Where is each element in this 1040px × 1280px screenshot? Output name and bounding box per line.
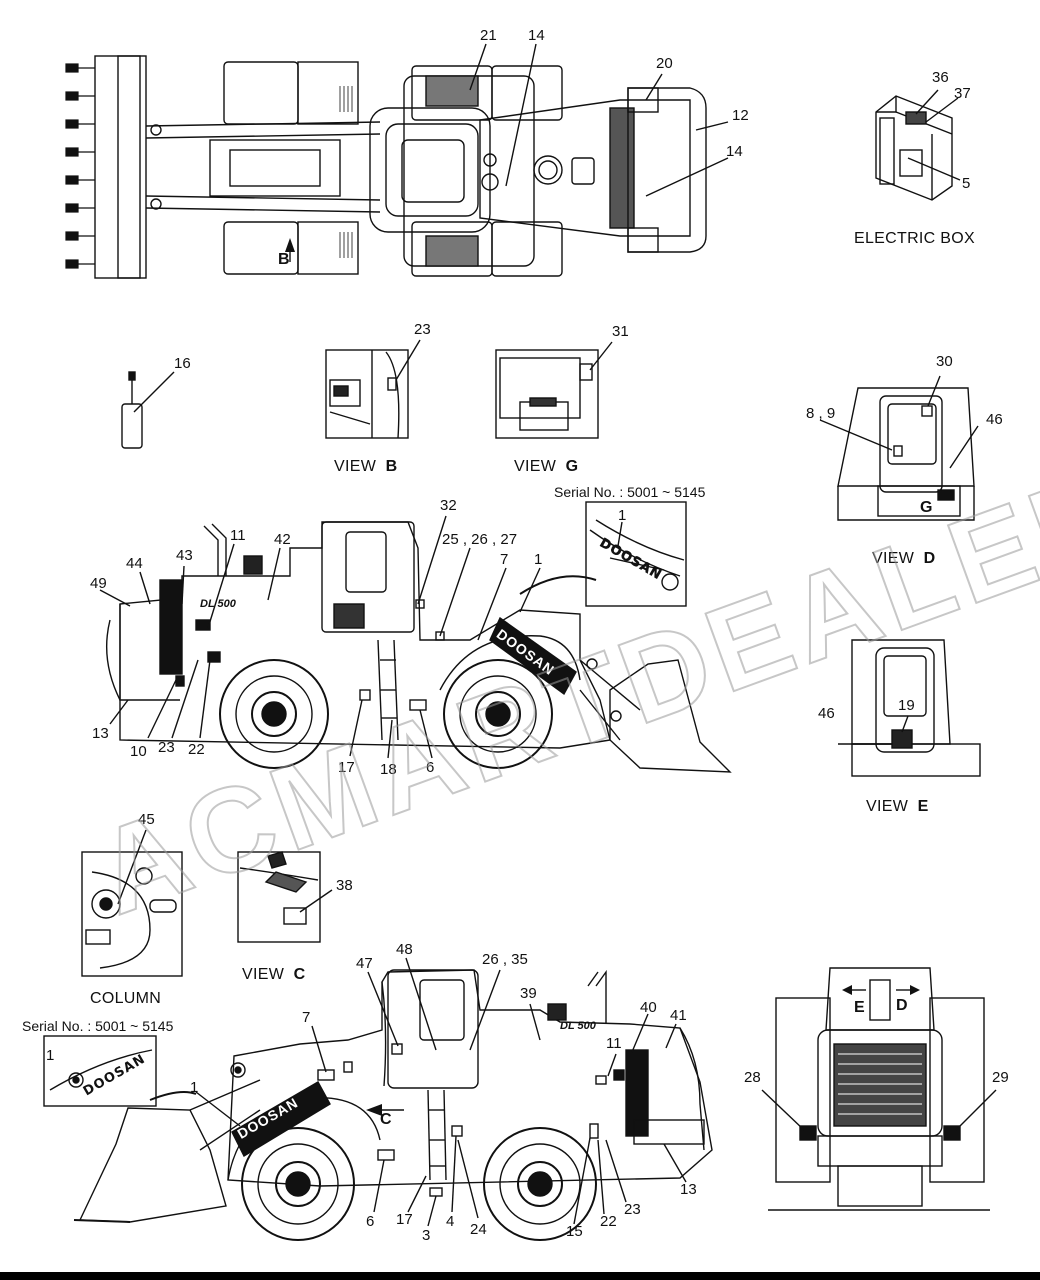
callout-31: 31 — [612, 323, 629, 340]
callout-18: 18 — [380, 761, 397, 778]
view-d-marker: D — [896, 997, 908, 1014]
callout-5: 5 — [962, 175, 971, 192]
callout-23-right: 23 — [158, 739, 175, 756]
callout-38: 38 — [336, 877, 353, 894]
model-decal-left: DL 500 — [560, 1020, 596, 1032]
view-e-drawing — [838, 639, 981, 777]
callout-10: 10 — [130, 743, 147, 760]
callout-49: 49 — [90, 575, 107, 592]
callout-26-35: 26 , 35 — [482, 951, 528, 968]
callout-42: 42 — [274, 531, 291, 548]
callout-36: 36 — [932, 69, 949, 86]
callout-6-right: 6 — [426, 759, 435, 776]
callout-46-view-e: 46 — [818, 705, 835, 722]
callout-46-view-d: 46 — [986, 411, 1003, 428]
serial-top-inset — [519, 501, 687, 607]
callout-6-left: 6 — [366, 1213, 375, 1230]
callout-17-right: 17 — [338, 759, 355, 776]
model-decal-right: DL 500 — [200, 598, 236, 610]
callout-13-right: 13 — [92, 725, 109, 742]
callout-39: 39 — [520, 985, 537, 1002]
view-c-caption: VIEW C — [242, 966, 306, 983]
callout-41: 41 — [670, 1007, 687, 1024]
callout-37: 37 — [954, 85, 971, 102]
callout-30: 30 — [936, 353, 953, 370]
view-g-drawing — [495, 341, 613, 439]
callout-14-top: 14 — [528, 27, 545, 44]
view-b-drawing — [325, 339, 421, 439]
view-g-caption: VIEW G — [514, 458, 579, 475]
electric-box-drawing — [875, 89, 961, 201]
callout-17-left: 17 — [396, 1211, 413, 1228]
callout-22-right: 22 — [188, 741, 205, 758]
callout-29: 29 — [992, 1069, 1009, 1086]
callout-23-left: 23 — [624, 1201, 641, 1218]
serial-number-bottom: Serial No. : 5001 ~ 5145 — [22, 1018, 174, 1034]
callout-14-right: 14 — [726, 143, 743, 160]
callout-44: 44 — [126, 555, 143, 572]
callout-8-9: 8 , 9 — [806, 405, 836, 422]
view-c-marker: C — [380, 1111, 392, 1128]
footer-bar — [0, 1272, 1040, 1280]
side-view-left — [73, 957, 713, 1241]
callout-43: 43 — [176, 547, 193, 564]
callout-48: 48 — [396, 941, 413, 958]
side-view-right — [99, 515, 732, 773]
callout-16: 16 — [174, 355, 191, 372]
callout-20: 20 — [656, 55, 673, 72]
callout-7-right: 7 — [500, 551, 509, 568]
view-b-caption: VIEW B — [334, 458, 398, 475]
view-e-caption: VIEW E — [866, 798, 929, 815]
column-caption: COLUMN — [90, 990, 162, 1007]
callout-11-right: 11 — [230, 527, 246, 544]
column-inset — [81, 829, 183, 977]
view-g-marker: G — [920, 499, 933, 516]
view-d-drawing — [819, 375, 979, 521]
callout-23-view-b: 23 — [414, 321, 431, 338]
callout-11-left: 11 — [606, 1035, 622, 1052]
callout-7-left: 7 — [302, 1009, 311, 1026]
view-d-caption: VIEW D — [872, 550, 936, 567]
callout-1-serial-top: 1 — [618, 507, 627, 524]
callout-32: 32 — [440, 497, 457, 514]
callout-22-left: 22 — [600, 1213, 617, 1230]
callout-45: 45 — [138, 811, 155, 828]
serial-number-top: Serial No. : 5001 ~ 5145 — [554, 484, 706, 500]
view-e-marker: E — [854, 999, 865, 1016]
top-view-machine — [65, 43, 729, 279]
serial-bottom-inset — [43, 1035, 197, 1107]
callout-21: 21 — [480, 27, 497, 44]
callout-1-right: 1 — [534, 551, 543, 568]
rear-view-drawing — [761, 967, 997, 1211]
callout-15: 15 — [566, 1223, 583, 1240]
callout-47: 47 — [356, 955, 373, 972]
callout-1-left: 1 — [190, 1079, 199, 1096]
callout-1-serial-bottom: 1 — [46, 1047, 55, 1064]
view-b-arrow-label: B — [278, 251, 290, 268]
callout-24: 24 — [470, 1221, 487, 1238]
callout-3: 3 — [422, 1227, 431, 1244]
callout-13-left: 13 — [680, 1181, 697, 1198]
callout-40: 40 — [640, 999, 657, 1016]
view-c-inset — [237, 851, 333, 943]
callout-19: 19 — [898, 697, 915, 714]
dipstick-tag-drawing — [121, 371, 175, 449]
electric-box-caption: ELECTRIC BOX — [854, 230, 975, 247]
callout-25-26-27: 25 , 26 , 27 — [442, 531, 518, 548]
callout-12: 12 — [732, 107, 749, 124]
callout-4: 4 — [446, 1213, 455, 1230]
callout-28: 28 — [744, 1069, 761, 1086]
